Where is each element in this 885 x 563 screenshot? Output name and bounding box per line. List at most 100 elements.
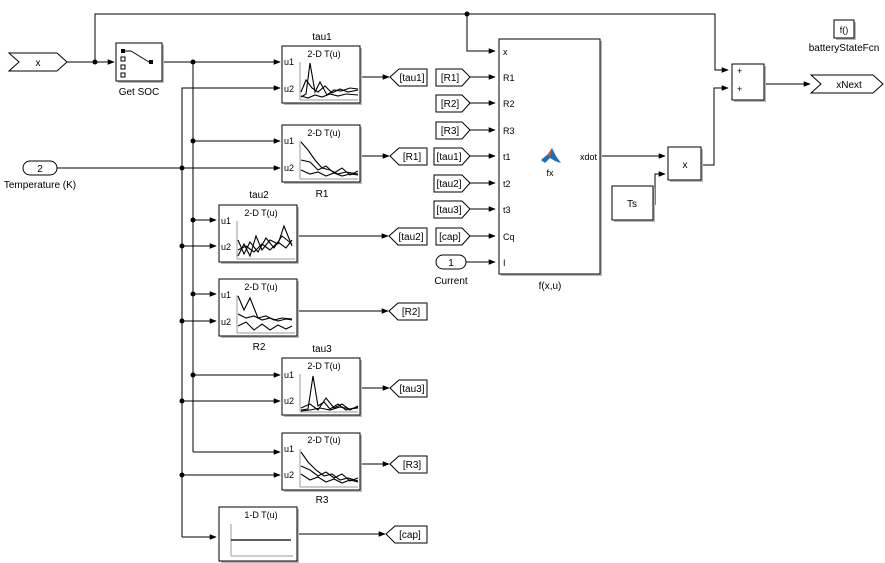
fx-block-name: f(x,u) <box>539 281 562 292</box>
fx-port-r2: R2 <box>503 99 515 109</box>
inport-current-label: Current <box>434 276 468 287</box>
from-r1[interactable]: [R1] <box>435 68 471 87</box>
get-soc-label: Get SOC <box>119 87 160 98</box>
from-r3[interactable]: [R3] <box>435 121 471 140</box>
sum-block[interactable]: + + <box>731 63 766 102</box>
lut-tau2-u1: u1 <box>221 216 231 226</box>
lut-tau1-u2: u2 <box>284 84 294 94</box>
goto-r3[interactable]: [R3] <box>389 455 428 474</box>
fx-block[interactable]: x R1 R2 R3 t1 t2 t3 Cq I xdot fx f(x,u) <box>498 38 602 292</box>
goto-tau2-label: [tau2] <box>398 232 423 243</box>
lut-r1[interactable]: 2-D T(u) u1 u2 R1 <box>281 124 362 200</box>
fx-port-t2: t2 <box>503 179 511 189</box>
lut-tau3-name: tau3 <box>312 344 332 355</box>
outport-xnext-label: xNext <box>836 80 862 91</box>
lut-cap-title: 1-D T(u) <box>244 510 277 520</box>
function-caller-symbol: f() <box>840 25 849 35</box>
product-block[interactable]: x <box>667 146 703 182</box>
lut-tau2-u2: u2 <box>221 242 231 252</box>
lut-tau1-plot <box>299 62 359 101</box>
goto-r2-label: [R2] <box>402 307 421 318</box>
selector-icon <box>120 49 153 78</box>
inport-x-label: x <box>36 58 41 69</box>
fx-port-t3: t3 <box>503 205 511 215</box>
from-tau2-label: [tau2] <box>436 179 461 190</box>
lut-tau1-title: 2-D T(u) <box>307 49 340 59</box>
sum-plus-bottom: + <box>737 84 742 94</box>
lut-tau3-title: 2-D T(u) <box>307 361 340 371</box>
lut-tau3[interactable]: tau3 2-D T(u) u1 u2 <box>281 344 362 417</box>
lut-tau1[interactable]: tau1 2-D T(u) u1 u2 <box>281 32 362 105</box>
ts-block[interactable]: Ts <box>611 185 655 222</box>
inport-temperature-label: Temperature (K) <box>4 180 76 191</box>
fx-port-i: I <box>503 258 506 268</box>
from-r3-label: [R3] <box>441 126 460 137</box>
lut-r2[interactable]: 2-D T(u) u1 u2 R2 <box>218 278 299 353</box>
fx-icon-text: fx <box>546 168 554 178</box>
lut-r2-name: R2 <box>253 342 266 353</box>
goto-cap-label: [cap] <box>399 530 421 541</box>
from-cap[interactable]: [cap] <box>435 227 471 246</box>
lut-r1-title: 2-D T(u) <box>307 128 340 138</box>
goto-r2[interactable]: [R2] <box>388 302 428 321</box>
lut-r1-name: R1 <box>316 189 329 200</box>
lut-tau2-name: tau2 <box>249 190 269 201</box>
product-symbol: x <box>683 160 688 171</box>
lut-r2-plot <box>236 295 295 334</box>
inport-temperature[interactable]: 2 Temperature (K) <box>4 160 76 191</box>
lut-r3-plot <box>299 449 359 488</box>
from-tau2[interactable]: [tau2] <box>433 174 471 193</box>
battery-state-fcn-label: batteryStateFcn <box>809 43 880 54</box>
inport-x[interactable]: x <box>7 52 68 72</box>
fx-port-r1: R1 <box>503 73 515 83</box>
from-tau3[interactable]: [tau3] <box>433 200 471 219</box>
lut-r3[interactable]: 2-D T(u) u1 u2 R3 <box>281 432 362 506</box>
fx-port-t1: t1 <box>503 152 511 162</box>
lut-r3-title: 2-D T(u) <box>307 435 340 445</box>
lut-tau3-plot <box>299 374 359 413</box>
fx-port-x: x <box>503 47 508 57</box>
lut-r1-u1: u1 <box>284 136 294 146</box>
lut-r2-u1: u1 <box>221 290 231 300</box>
fx-port-xdot: xdot <box>580 152 598 162</box>
ts-label: Ts <box>627 199 637 210</box>
fx-port-cq: Cq <box>503 232 515 242</box>
goto-tau2[interactable]: [tau2] <box>388 227 428 246</box>
from-tau1[interactable]: [tau1] <box>433 147 471 166</box>
lut-r1-plot <box>299 141 359 180</box>
battery-state-fcn-block[interactable]: f() batteryStateFcn <box>809 19 880 54</box>
lut-r3-u1: u1 <box>284 444 294 454</box>
inport-current-number: 1 <box>448 258 454 269</box>
lut-r2-title: 2-D T(u) <box>244 282 277 292</box>
goto-r3-label: [R3] <box>403 460 422 471</box>
fx-port-r3: R3 <box>503 126 515 136</box>
matlab-logo-icon <box>541 148 561 163</box>
from-r2[interactable]: [R2] <box>435 94 471 113</box>
lut-tau2-title: 2-D T(u) <box>244 208 277 218</box>
lut-cap-plot <box>230 524 293 557</box>
goto-tau3[interactable]: [tau3] <box>389 379 428 398</box>
junction-dots <box>92 11 470 478</box>
goto-tau1[interactable]: [tau1] <box>389 68 428 87</box>
goto-tau3-label: [tau3] <box>399 384 424 395</box>
from-tau3-label: [tau3] <box>436 205 461 216</box>
from-cap-label: [cap] <box>439 232 461 243</box>
lut-r3-name: R3 <box>316 495 329 506</box>
inport-temperature-number: 2 <box>37 164 43 175</box>
lut-r2-u2: u2 <box>221 317 231 327</box>
lut-tau2-plot <box>236 221 295 260</box>
lut-r1-u2: u2 <box>284 163 294 173</box>
inport-current[interactable]: 1 Current <box>434 254 468 287</box>
sum-plus-top: + <box>737 66 742 76</box>
lut-tau2[interactable]: tau2 2-D T(u) u1 u2 <box>218 190 299 264</box>
outport-xnext[interactable]: xNext <box>809 74 884 94</box>
get-soc-block[interactable]: Get SOC <box>115 42 164 98</box>
lut-tau3-u1: u1 <box>284 370 294 380</box>
from-r2-label: [R2] <box>441 99 460 110</box>
goto-cap[interactable]: [cap] <box>385 525 428 544</box>
goto-r1[interactable]: [R1] <box>389 147 428 166</box>
lut-cap[interactable]: 1-D T(u) <box>218 506 299 563</box>
goto-r1-label: [R1] <box>403 152 422 163</box>
